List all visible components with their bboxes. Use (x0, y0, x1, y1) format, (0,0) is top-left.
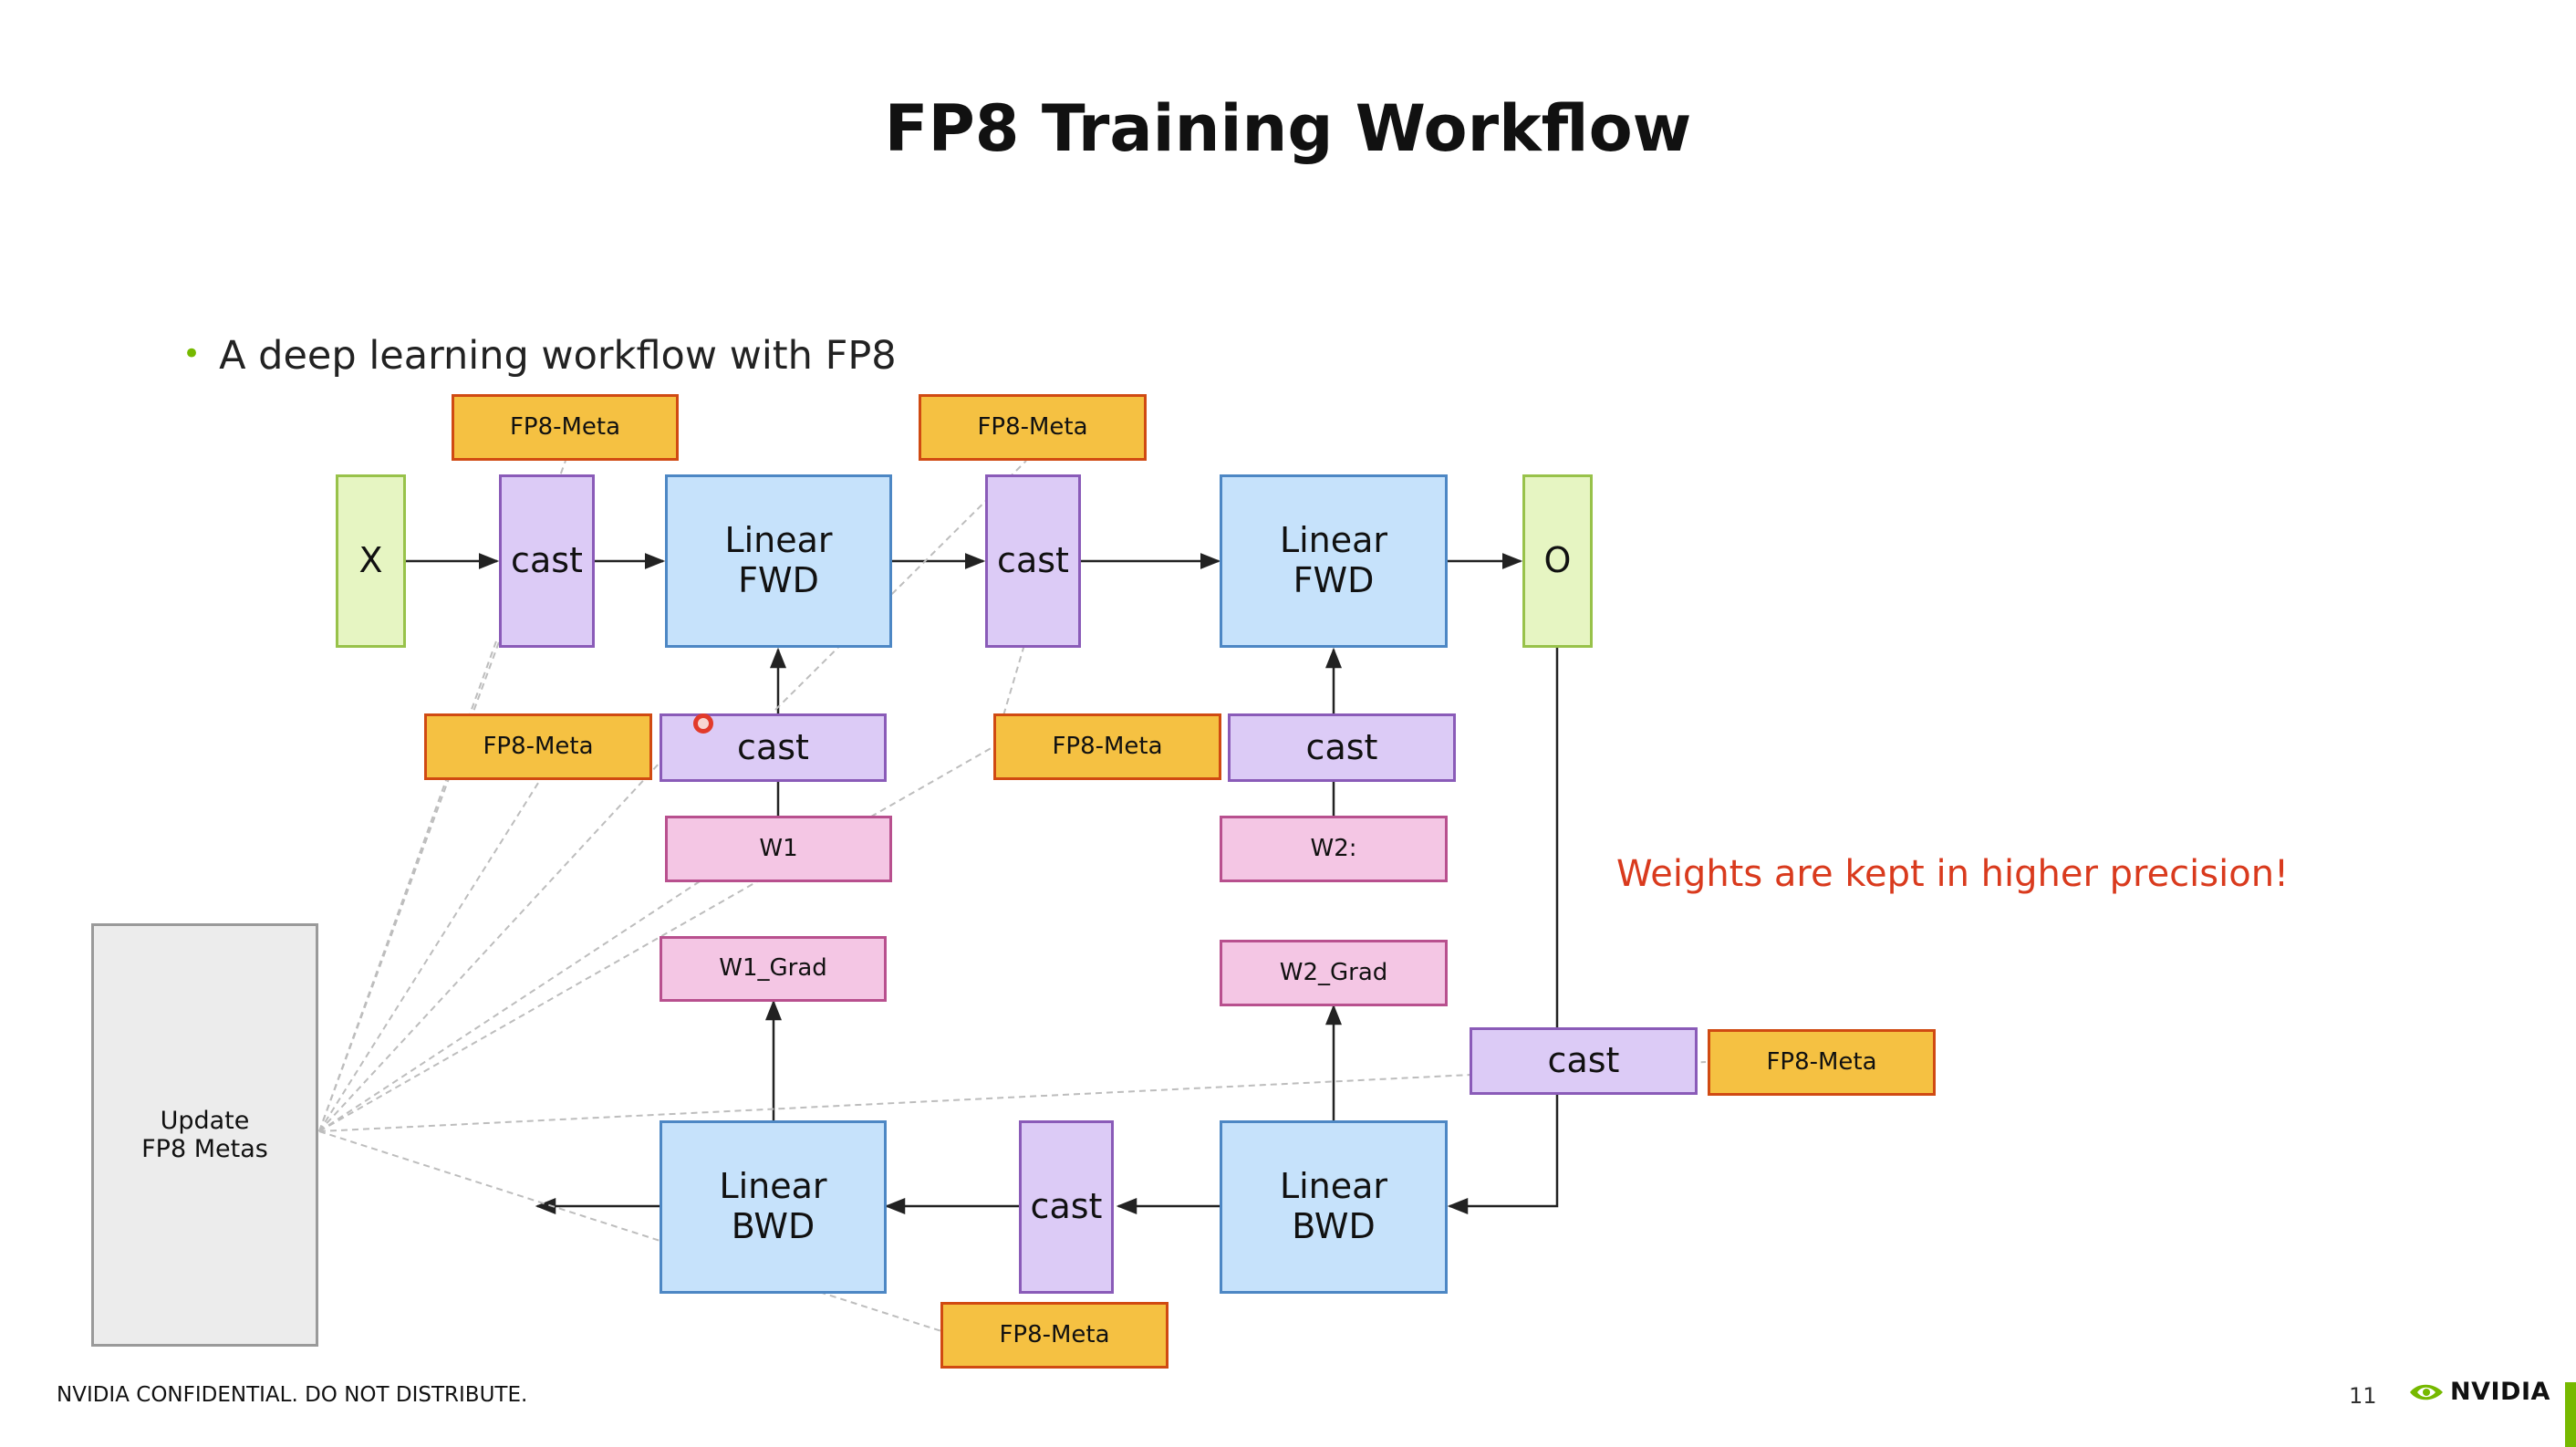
precision-note: Weights are kept in higher precision! (1616, 853, 2290, 895)
weight-w1: W1 (665, 816, 892, 882)
bullet-dot: • (182, 336, 202, 372)
fp8-meta-mid: FP8-Meta (919, 394, 1147, 461)
weight-w2: W2: (1220, 816, 1448, 882)
w2-grad: W2_Grad (1220, 940, 1448, 1006)
page-number: 11 (2349, 1383, 2377, 1409)
update-fp8-metas: Update FP8 Metas (91, 923, 318, 1347)
fp8-meta-w2: FP8-Meta (993, 713, 1221, 780)
linear-bwd-2: Linear BWD (1220, 1120, 1448, 1294)
linear-fwd-2: Linear FWD (1220, 474, 1448, 648)
input-x-node: X (336, 474, 406, 648)
cast-node-bwd-output: cast (1470, 1027, 1698, 1095)
nvidia-logo: NVIDIA (2408, 1378, 2550, 1406)
w1-grad: W1_Grad (660, 936, 887, 1002)
logo-wordmark: NVIDIA (2450, 1378, 2550, 1406)
fp8-meta-bwd-output: FP8-Meta (1708, 1029, 1936, 1096)
linear-fwd-1: Linear FWD (665, 474, 892, 648)
cast-node-mid: cast (985, 474, 1081, 648)
output-o-node: O (1522, 474, 1593, 648)
bullet-text: A deep learning workflow with FP8 (219, 333, 897, 379)
confidential-footer: NVIDIA CONFIDENTIAL. DO NOT DISTRIBUTE. (57, 1383, 528, 1407)
accent-bar (2565, 1382, 2576, 1447)
fp8-meta-w1: FP8-Meta (424, 713, 652, 780)
nvidia-eye-icon (2410, 1384, 2443, 1400)
fp8-meta-x: FP8-Meta (452, 394, 679, 461)
slide-title: FP8 Training Workflow (884, 91, 1692, 166)
cast-node-w2: cast (1228, 713, 1456, 782)
cast-node-bwd-mid: cast (1019, 1120, 1114, 1294)
fp8-meta-bwd-mid: FP8-Meta (940, 1302, 1169, 1369)
cast-node-x: cast (499, 474, 595, 648)
bullet-item: • A deep learning workflow with FP8 (182, 333, 897, 379)
arrow-bwd-cast-to-linear-bwd2 (1447, 1095, 1559, 1214)
linear-bwd-1: Linear BWD (660, 1120, 887, 1294)
laser-pointer (693, 713, 713, 734)
